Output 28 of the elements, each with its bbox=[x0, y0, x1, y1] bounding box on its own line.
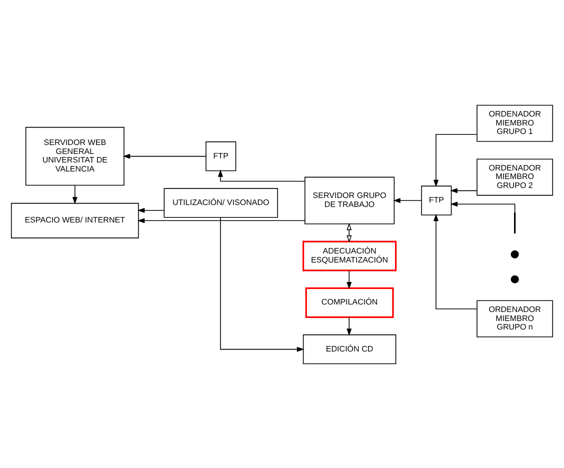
node-bar bbox=[514, 212, 516, 233]
node-box: EDICIÓN CD bbox=[302, 334, 396, 364]
node-box: FTP bbox=[206, 140, 236, 171]
node-box: ORDENADOR MIEMBRO GRUPO 2 bbox=[476, 158, 554, 196]
arrow bbox=[220, 216, 304, 352]
arrow bbox=[346, 270, 352, 289]
node-box: SERVIDOR GRUPO DE TRABAJO bbox=[304, 176, 395, 224]
node-box: COMPILACIÓN bbox=[305, 286, 394, 318]
arrow bbox=[450, 188, 478, 193]
arrow bbox=[137, 218, 306, 223]
node-box: ORDENADOR MIEMBRO GRUPO n bbox=[476, 300, 554, 337]
node-circle bbox=[510, 250, 519, 258]
node-circle bbox=[510, 274, 519, 283]
arrow bbox=[346, 316, 352, 336]
arrow bbox=[122, 153, 206, 158]
arrow bbox=[433, 213, 478, 309]
node-box: ADECUACIÓN ESQUEMATIZACIÓN bbox=[302, 240, 397, 271]
arrow bbox=[450, 201, 516, 213]
arrow bbox=[393, 197, 422, 203]
arrow bbox=[137, 207, 164, 212]
node-box: SERVIDOR WEB GENERAL UNIVERSITAT DE VALENCIA bbox=[25, 126, 124, 186]
arrow bbox=[433, 133, 478, 187]
node-box: ORDENADOR MIEMBRO GRUPO 1 bbox=[476, 104, 554, 142]
node-box: FTP bbox=[421, 185, 452, 215]
node-box: ESPACIO WEB/ INTERNET bbox=[10, 202, 139, 238]
arrow bbox=[218, 169, 306, 182]
node-box: UTILIZACIÓN/ VISONADO bbox=[164, 188, 278, 218]
arrow bbox=[72, 184, 78, 204]
